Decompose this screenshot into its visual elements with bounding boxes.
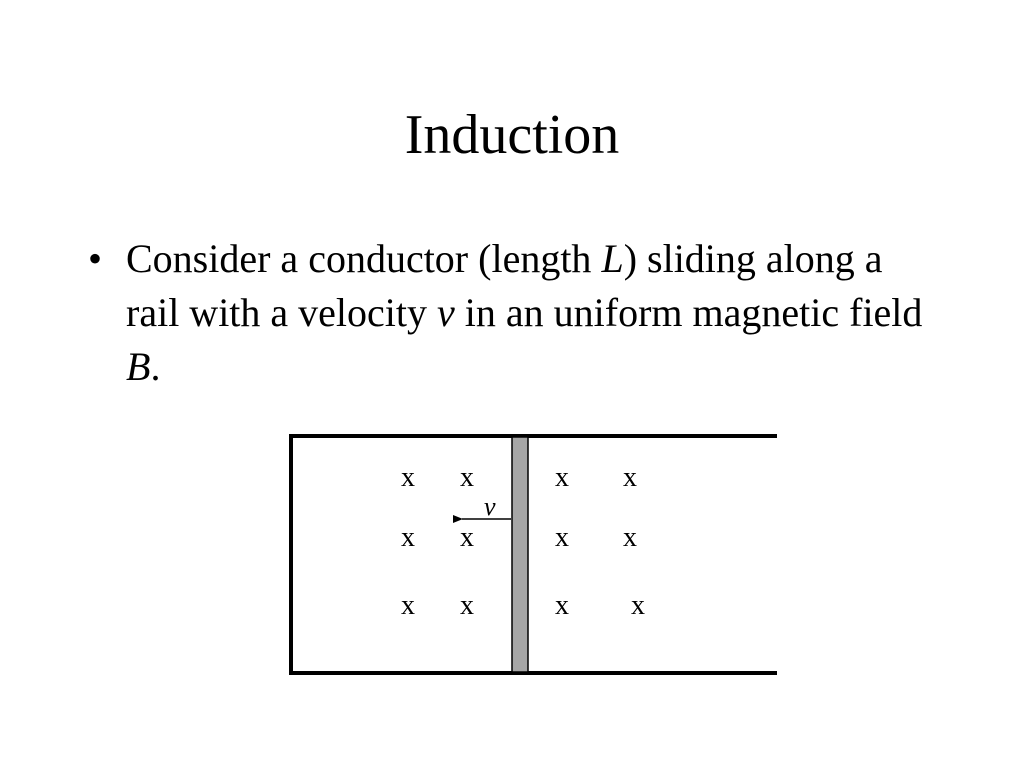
bullet-text-part-3: in an uniform magnetic field — [454, 290, 923, 335]
bullet-text-part-1: Consider a conductor (length — [126, 236, 602, 281]
field-x-marker: x — [401, 522, 415, 553]
field-x-marker: x — [631, 590, 645, 621]
bullet-text: Consider a conductor (length L) sliding … — [126, 232, 928, 394]
field-x-marker: x — [401, 590, 415, 621]
field-x-marker: x — [555, 522, 569, 553]
field-x-marker: x — [460, 462, 474, 493]
bullet-point: • Consider a conductor (length L) slidin… — [88, 232, 928, 394]
field-x-marker: x — [460, 590, 474, 621]
bullet-text-part-2: ) sliding along a rail with a velocity — [126, 236, 883, 335]
length-variable: L — [601, 236, 624, 281]
field-x-marker: x — [401, 462, 415, 493]
field-x-marker: x — [623, 522, 637, 553]
field-x-marker: x — [623, 462, 637, 493]
field-x-marker: x — [460, 522, 474, 553]
field-variable: B — [126, 344, 151, 389]
slide-title: Induction — [404, 104, 620, 166]
sliding-conductor — [511, 436, 529, 673]
field-x-marker: x — [555, 590, 569, 621]
bullet-text-part-4: . — [150, 344, 161, 389]
magnetic-field-markers: x x x x x x x x x x x x — [401, 462, 645, 621]
field-x-marker: x — [555, 462, 569, 493]
velocity-variable: v — [437, 290, 455, 335]
velocity-label: v — [484, 492, 496, 521]
bullet-marker: • — [88, 236, 103, 281]
